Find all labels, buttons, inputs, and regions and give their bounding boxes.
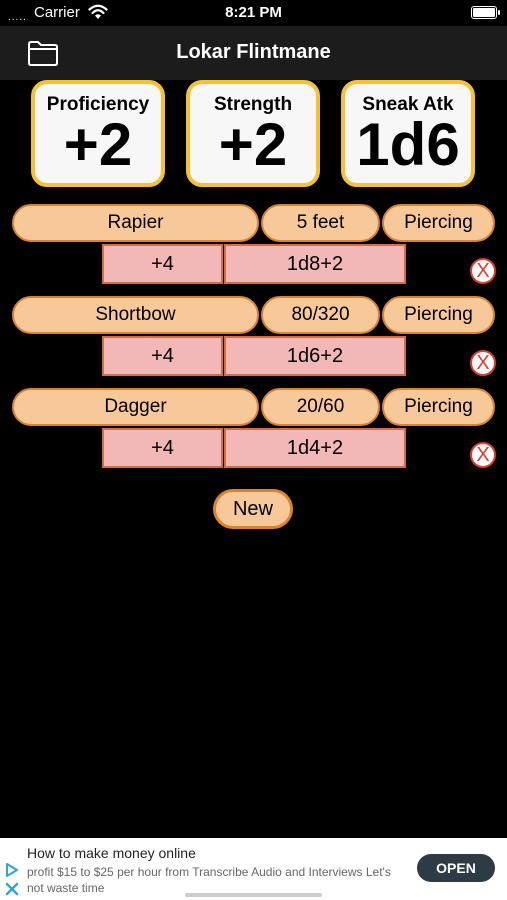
weapon-row-dagger: Dagger 20/60 Piercing +4 1d4+2 X [0, 388, 507, 468]
weapon-type-button[interactable]: Piercing [382, 388, 495, 426]
carrier-label: Carrier [34, 4, 80, 21]
home-indicator [185, 893, 322, 897]
stat-card-strength[interactable]: Strength +2 [186, 80, 320, 187]
page-title: Lokar Flintmane [176, 41, 331, 63]
ad-banner[interactable]: How to make money online profit $15 to $… [0, 838, 507, 900]
clock: 8:21 PM [225, 4, 282, 21]
ad-body: profit $15 to $25 per hour from Transcri… [27, 865, 391, 895]
weapon-name-button[interactable]: Dagger [12, 388, 259, 426]
stat-value: +2 [63, 111, 133, 178]
damage-box[interactable]: 1d4+2 [224, 428, 406, 468]
stat-label: Sneak Atk [362, 94, 454, 115]
weapon-range-button[interactable]: 80/320 [261, 296, 380, 334]
stat-value: 1d6 [356, 111, 460, 178]
weapon-name-button[interactable]: Shortbow [12, 296, 259, 334]
weapon-row-shortbow: Shortbow 80/320 Piercing +4 1d6+2 X [0, 296, 507, 376]
stat-card-proficiency[interactable]: Proficiency +2 [31, 80, 165, 187]
weapon-range-button[interactable]: 20/60 [261, 388, 380, 426]
stat-label: Strength [213, 94, 293, 115]
folder-icon[interactable] [27, 40, 59, 66]
delete-weapon-button[interactable]: X [470, 442, 496, 468]
delete-weapon-button[interactable]: X [470, 350, 496, 376]
weapon-type-button[interactable]: Piercing [382, 296, 495, 334]
weapon-name-button[interactable]: Rapier [12, 204, 259, 242]
weapon-range-button[interactable]: 5 feet [261, 204, 380, 242]
delete-weapon-button[interactable]: X [470, 258, 496, 284]
stat-label: Proficiency [46, 94, 150, 115]
attack-bonus-box[interactable]: +4 [102, 428, 223, 468]
new-weapon-button[interactable]: New [213, 489, 293, 529]
damage-box[interactable]: 1d8+2 [224, 244, 406, 284]
attack-bonus-box[interactable]: +4 [102, 244, 223, 284]
status-bar: ..... Carrier 8:21 PM [0, 0, 507, 26]
weapon-type-button[interactable]: Piercing [382, 204, 495, 242]
attack-bonus-box[interactable]: +4 [102, 336, 223, 376]
ad-open-button[interactable]: OPEN [417, 854, 495, 882]
ad-choices-icon[interactable] [4, 862, 20, 896]
stat-value: +2 [218, 111, 288, 178]
signal-icon: ..... [8, 12, 27, 23]
stat-card-sneak-attack[interactable]: Sneak Atk 1d6 [341, 80, 475, 187]
wifi-icon [88, 4, 108, 19]
nav-bar: Lokar Flintmane [0, 26, 507, 80]
damage-box[interactable]: 1d6+2 [224, 336, 406, 376]
stats-row: Proficiency +2 Strength +2 Sneak Atk 1d6 [0, 80, 507, 188]
ad-title: How to make money online [27, 845, 196, 861]
battery-icon [471, 6, 500, 19]
weapon-row-rapier: Rapier 5 feet Piercing +4 1d8+2 X [0, 204, 507, 284]
